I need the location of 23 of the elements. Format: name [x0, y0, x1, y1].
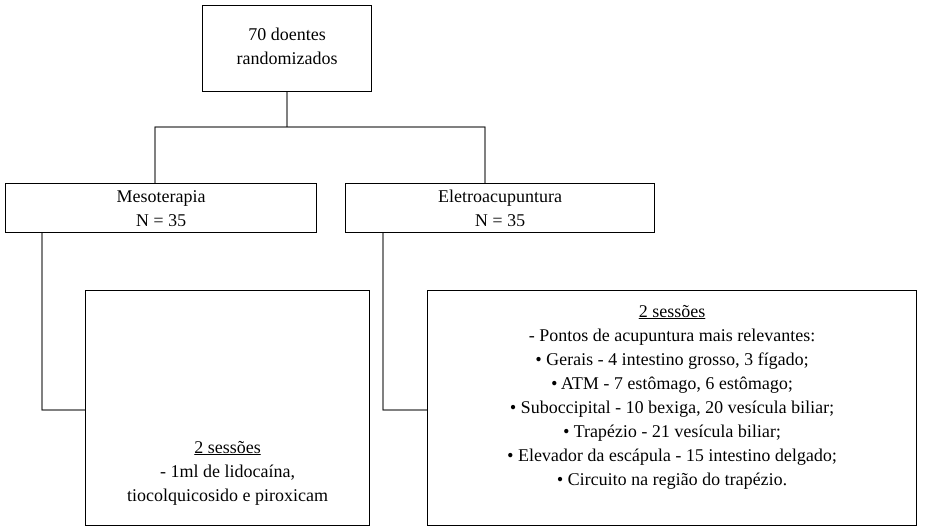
box-text: - 1ml de lidocaína, tiocolquicosido e piroxicam [126, 460, 329, 507]
box-text: • Trapézio - 21 vesícula biliar; [562, 420, 782, 443]
heading-text: 2 sessões [638, 300, 706, 323]
process-box [5, 183, 317, 233]
box-text: • Suboccipital - 10 bexiga, 20 vesícula biliar; [508, 396, 836, 419]
box-text: • ATM - 7 estômago, 6 estômago; [550, 372, 794, 395]
box-text: Eletroacupuntura [437, 185, 563, 208]
process-box [345, 183, 655, 233]
connector-line [382, 232, 428, 410]
process-box [202, 5, 372, 92]
box-text: 70 doentes randomizados [236, 23, 338, 70]
box-text: • Circuito na região do trapézio. [556, 468, 788, 491]
box-text: N = 35 [474, 209, 526, 232]
connector-line [286, 92, 486, 184]
box-text: Mesoterapia [116, 185, 206, 208]
box-text: N = 35 [134, 209, 188, 232]
box-text: - Pontos de acupuntura mais relevantes: [528, 324, 816, 347]
process-box [85, 290, 370, 526]
box-text: • Elevador da escápula - 15 intestino delgado; [506, 444, 838, 467]
heading-text: 2 sessões [193, 436, 262, 459]
box-text: • Gerais - 4 intestino grosso, 3 fígado; [534, 348, 810, 371]
connector-line [42, 232, 86, 410]
process-box [427, 290, 917, 526]
